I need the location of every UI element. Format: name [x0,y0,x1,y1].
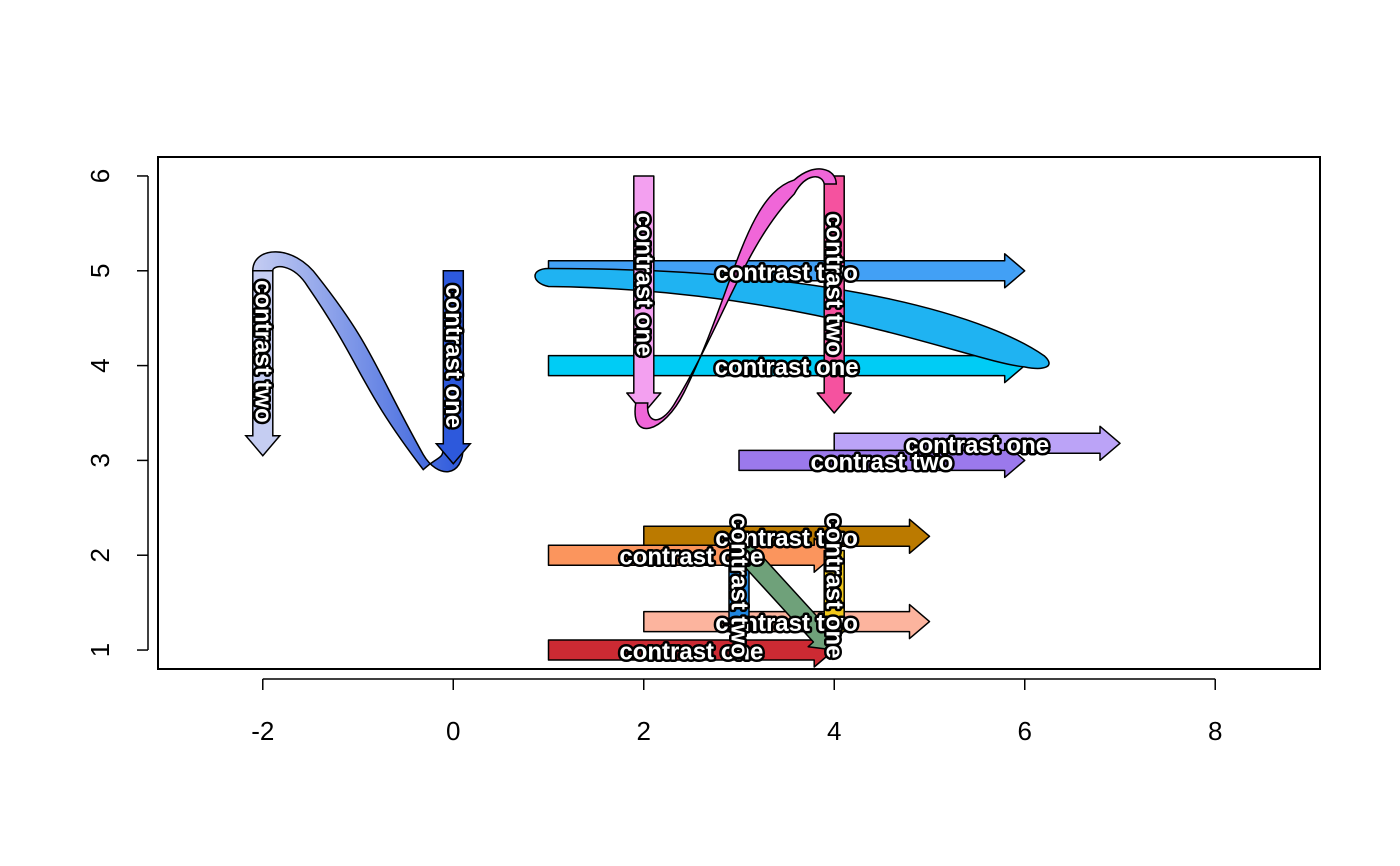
arrow-label: contrast two [715,525,858,552]
y-axis: 1 2 3 4 5 6 [85,169,149,657]
x-axis: -2 0 2 4 6 8 [251,678,1222,746]
arrow-shape [626,175,662,414]
x-tick-label: 6 [1018,716,1032,746]
y-tick-label: 5 [85,264,115,278]
arrow-shape [738,442,1026,479]
arrow-label: contrast two [811,449,954,476]
y-tick-label: 1 [85,643,115,657]
arrow-label: contrast one [905,432,1049,459]
arrow-label: contrast two [249,280,276,423]
x-tick-label: 0 [446,716,460,746]
x-tick-label: -2 [251,716,274,746]
arrow-label: contrast two [821,213,848,356]
arrow-label: contrast two [715,259,858,286]
arrow-label: contrast one [440,284,467,428]
arrow-label: contrast one [619,544,763,571]
y-tick-label: 2 [85,548,115,562]
arrow-shape [534,267,1050,370]
arrow-shape [252,251,465,473]
arrow-shape [434,270,472,465]
plot-frame [157,156,1321,670]
arrow-label: contrast two [715,610,858,637]
y-tick-label: 3 [85,453,115,467]
arrow-label: contrast two [726,515,753,658]
arrow-label: contrast one [821,514,848,658]
arrow-layer [244,168,1121,668]
arrow-shape [634,168,837,430]
arrow-label: contrast one [715,354,859,381]
arrow-label: contrast one [619,639,763,666]
arrow-shape [730,538,835,651]
arrow-label: contrast one [630,212,657,356]
x-tick-label: 4 [827,716,841,746]
y-tick-label: 6 [85,169,115,183]
arrow-shape [816,175,852,414]
y-tick-label: 4 [85,358,115,372]
x-tick-label: 2 [637,716,651,746]
arrow-shape [643,603,931,640]
arrow-shape [244,270,282,457]
x-tick-label: 8 [1208,716,1222,746]
